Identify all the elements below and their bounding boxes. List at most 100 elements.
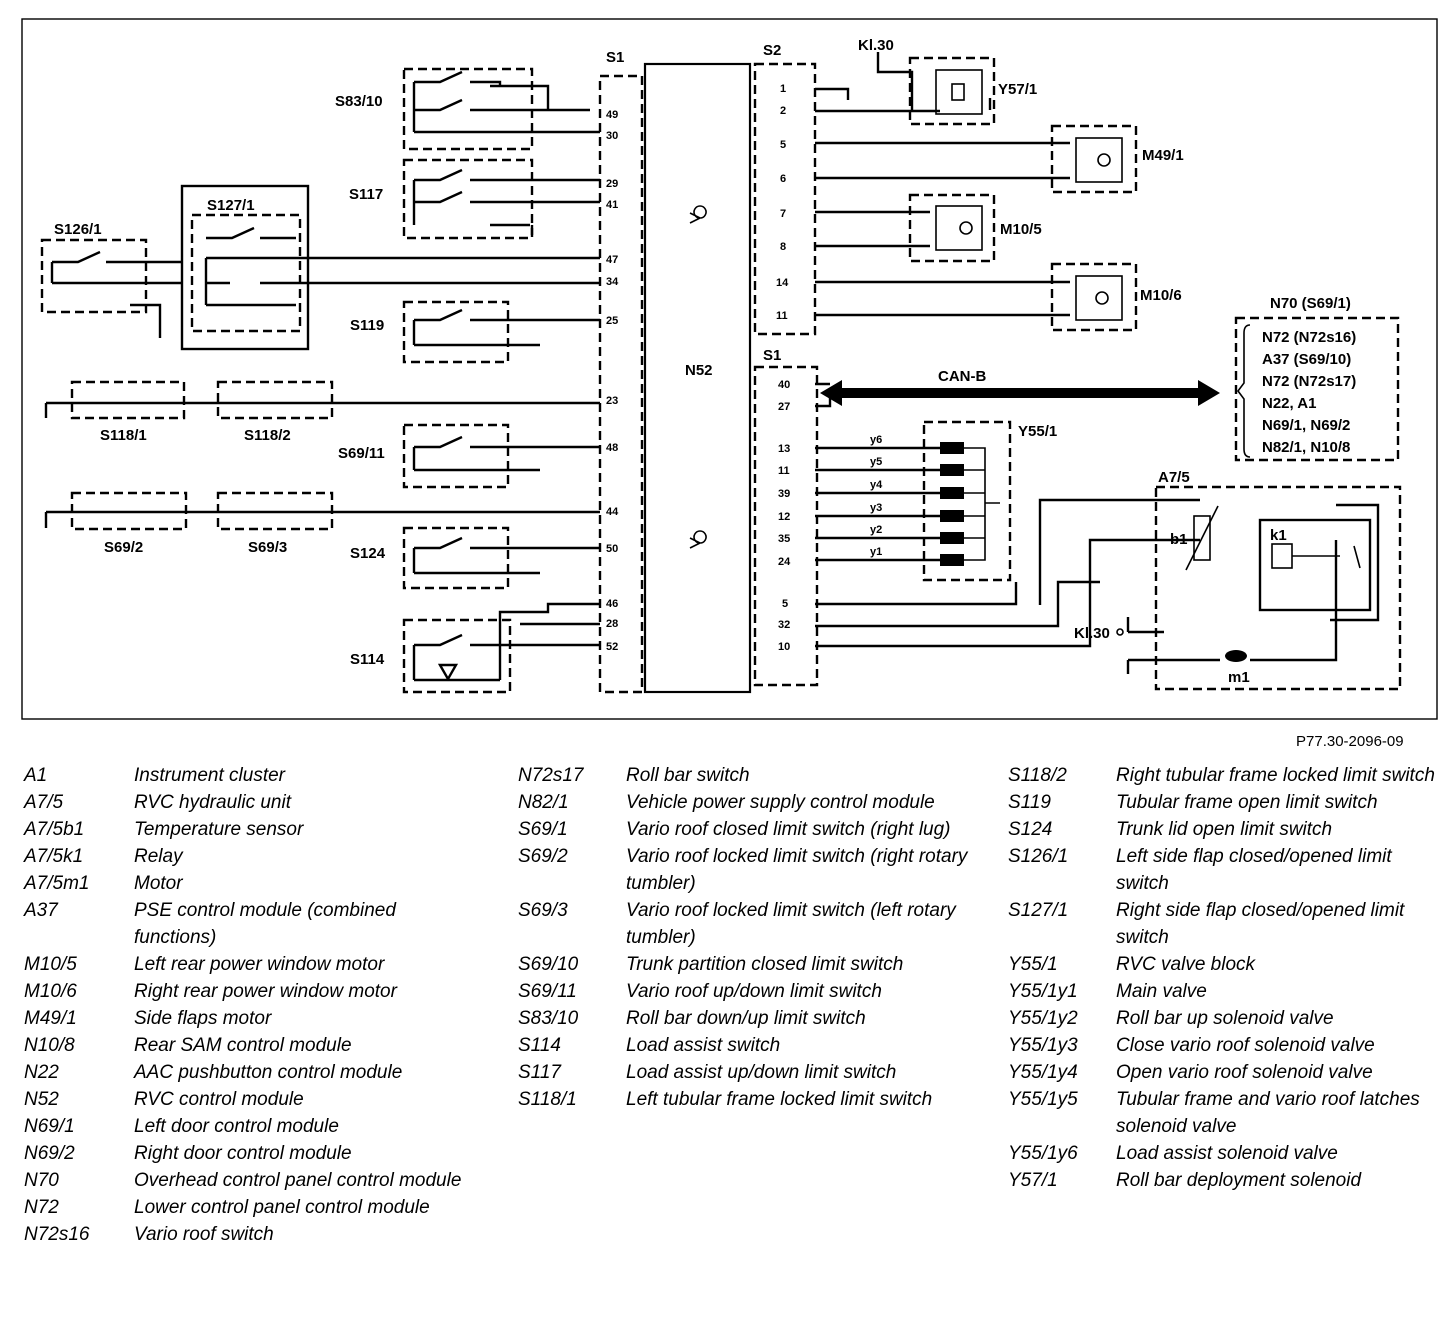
n70-line-1: N72 (N72s16) <box>1262 329 1356 346</box>
m1-label: m1 <box>1228 669 1250 686</box>
legend-code: S118/1 <box>518 1089 577 1110</box>
legend-code: A7/5 <box>24 792 64 813</box>
r-pin-39: 39 <box>778 488 790 500</box>
legend-description: Open vario roof solenoid valve <box>1116 1062 1373 1083</box>
legend-description: Roll bar down/up limit switch <box>626 1008 866 1029</box>
valve-y4: y4 <box>870 479 883 491</box>
legend-code: Y55/1y4 <box>1008 1062 1078 1083</box>
s2-pin-14: 14 <box>776 277 789 289</box>
legend-code: N72s17 <box>518 765 584 786</box>
legend-code: S117 <box>518 1062 561 1083</box>
r-pin-11: 11 <box>778 465 790 477</box>
s83-10-label: S83/10 <box>335 93 383 110</box>
legend-description: RVC control module <box>134 1089 304 1110</box>
valve-y6: y6 <box>870 434 882 446</box>
legend-code: S69/1 <box>518 819 568 840</box>
pin-29: 29 <box>606 178 618 190</box>
legend-code: M10/6 <box>24 981 77 1002</box>
legend-description: Lower control panel control module <box>134 1197 430 1218</box>
n70-line-2: A37 (S69/10) <box>1262 351 1351 368</box>
s2-label: S2 <box>763 42 781 59</box>
s1-bottom-label: S1 <box>763 347 781 364</box>
right-components: Kl.30 Y57/1 M49/1 M10/5 M10/6 CAN-B N70 … <box>815 37 1402 691</box>
legend-code: S69/10 <box>518 954 579 975</box>
legend-description: Side flaps motor <box>134 1008 272 1029</box>
reference-number: P77.30-2096-09 <box>1296 733 1404 750</box>
valve-y3: y3 <box>870 502 882 514</box>
legend-description: Left rear power window motor <box>134 954 385 975</box>
legend-code: N82/1 <box>518 792 569 813</box>
legend-row: N82/1 Vehicle power supply control module <box>518 789 971 816</box>
r-pin-24: 24 <box>778 556 791 568</box>
s1-left-pins: 49 30 29 41 47 34 25 23 48 44 50 46 28 5… <box>606 109 619 653</box>
can-b-label: CAN-B <box>938 368 986 385</box>
legend-code: N22 <box>24 1062 59 1083</box>
legend-code: M49/1 <box>24 1008 77 1029</box>
pin-25: 25 <box>606 315 618 327</box>
legend-description: Tubular frame open limit switch <box>1116 792 1378 813</box>
legend-code: N69/1 <box>24 1116 75 1137</box>
s117-label: S117 <box>349 186 383 203</box>
legend-description: Vario roof closed limit switch (right lu… <box>626 819 951 840</box>
valve-y5: y5 <box>870 456 882 468</box>
legend-row: S126/1 Left side flap closed/opened limit… <box>1008 843 1436 897</box>
legend-code: Y55/1y5 <box>1008 1089 1078 1110</box>
a7-5-label: A7/5 <box>1158 469 1190 486</box>
m10-5-label: M10/5 <box>1000 221 1042 238</box>
legend-code: A37 <box>24 900 58 921</box>
legend-code: N70 <box>24 1170 59 1191</box>
legend-row: Y55/1y4 Open vario roof solenoid valve <box>1008 1059 1436 1086</box>
s2-pin-11: 11 <box>776 310 788 322</box>
s118-1-label: S118/1 <box>100 427 147 444</box>
k1-label: k1 <box>1270 527 1287 544</box>
legend-code: A7/5k1 <box>24 846 84 867</box>
pin-28: 28 <box>606 618 618 630</box>
legend-description: Left side flap closed/opened limit switc… <box>1116 846 1392 894</box>
legend-code: S114 <box>518 1035 561 1056</box>
legend-description: Vehicle power supply control module <box>626 792 935 813</box>
legend-description: Left door control module <box>134 1116 339 1137</box>
s2-pin-5: 5 <box>780 139 786 151</box>
legend-description: Roll bar deployment solenoid <box>1116 1170 1362 1191</box>
legend-description: Vario roof locked limit switch (left rot… <box>626 900 956 948</box>
legend-row: S69/1 Vario roof closed limit switch (rig… <box>518 816 971 843</box>
legend-description: Roll bar up solenoid valve <box>1116 1008 1334 1029</box>
s2-pin-2: 2 <box>780 105 786 117</box>
pin-48: 48 <box>606 442 618 454</box>
pin-50: 50 <box>606 543 618 555</box>
s119-label: S119 <box>350 317 384 334</box>
s69-3-label: S69/3 <box>248 539 287 556</box>
legend-code: Y57/1 <box>1008 1170 1058 1191</box>
legend-code: S126/1 <box>1008 846 1069 867</box>
legend-description: Vario roof switch <box>134 1224 274 1245</box>
s2-pin-7: 7 <box>780 208 786 220</box>
valve-y2: y2 <box>870 524 882 536</box>
pin-41: 41 <box>606 199 618 211</box>
legend-description: Rear SAM control module <box>134 1035 352 1056</box>
legend-description: Vario roof up/down limit switch <box>626 981 882 1002</box>
n70-line-3: N72 (N72s17) <box>1262 373 1356 390</box>
n52-label: N52 <box>685 362 713 379</box>
kl30-bottom-label: Kl.30 <box>1074 625 1110 642</box>
s124-label: S124 <box>350 545 386 562</box>
legend-code: S69/11 <box>518 981 577 1002</box>
